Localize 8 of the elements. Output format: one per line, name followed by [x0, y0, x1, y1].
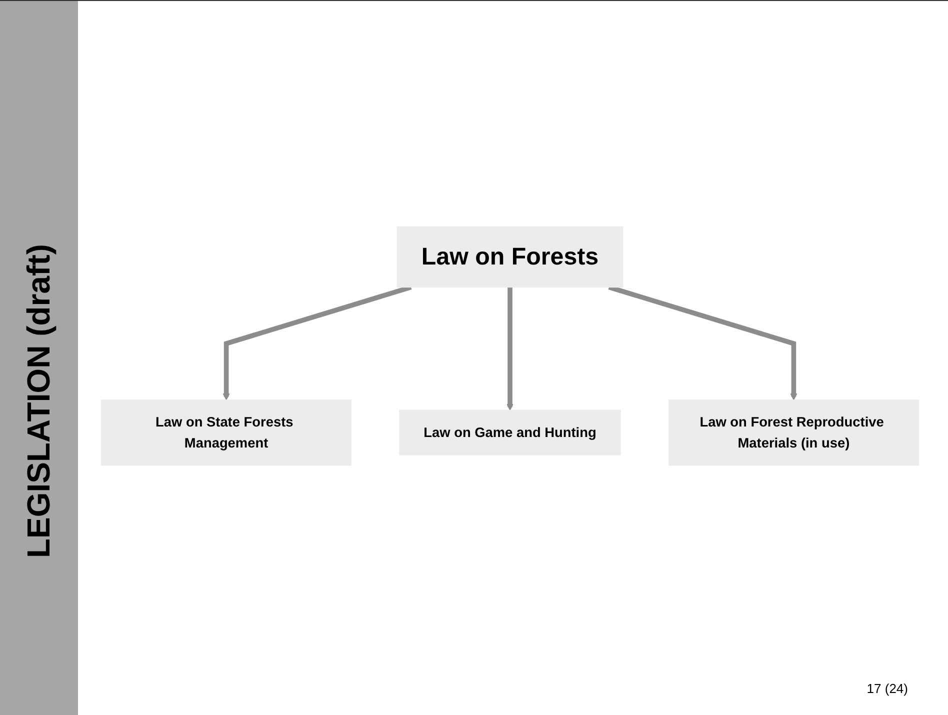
- node-box: Law on Game and Hunting: [399, 410, 621, 456]
- arrow: [506, 287, 514, 411]
- arrow: [222, 284, 412, 400]
- vertical-title: LEGISLATION (draft): [20, 244, 58, 558]
- page-number: 17 (24): [866, 681, 908, 696]
- node-box: Law on State Forests Management: [101, 400, 352, 466]
- node-box: Law on Forests: [396, 226, 624, 288]
- node-box: Law on Forest Reproductive Materials (in use): [668, 400, 919, 466]
